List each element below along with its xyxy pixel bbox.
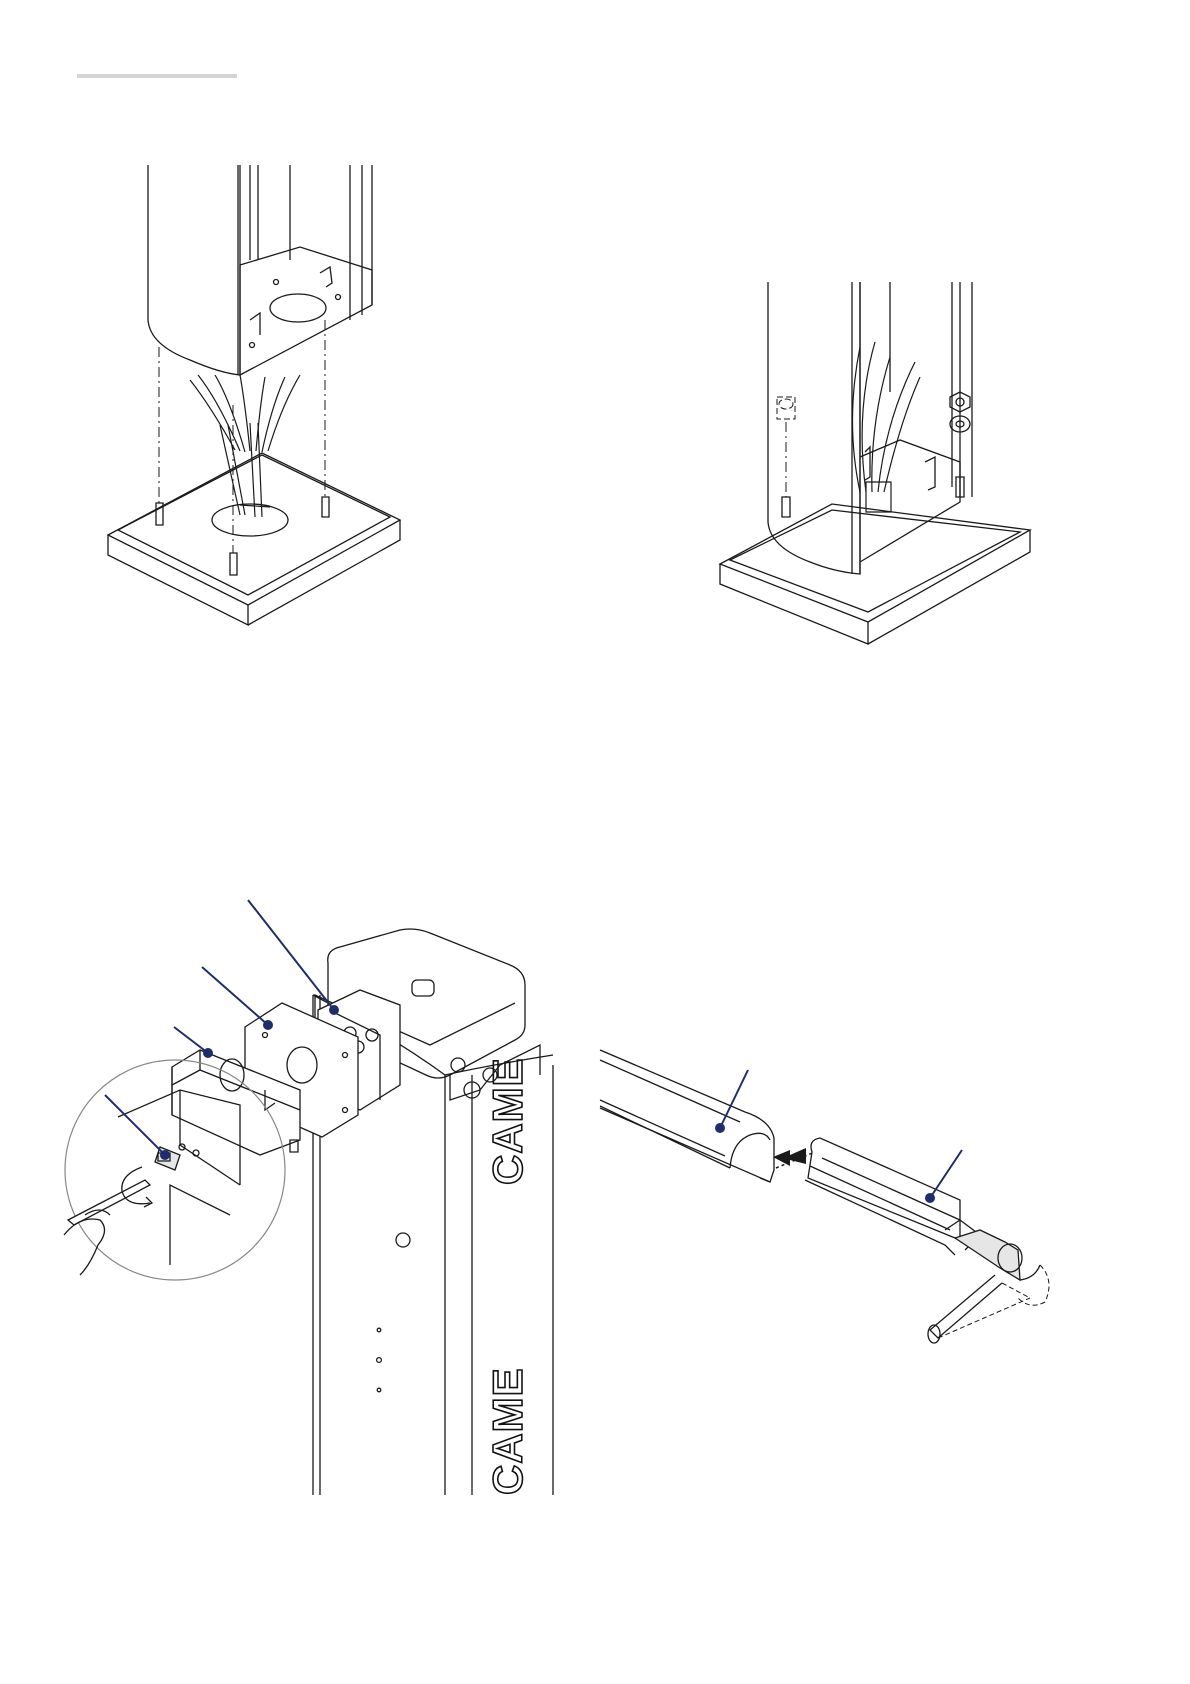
insert-arrow-icon (773, 1148, 806, 1166)
figure-boom-assembly (600, 1040, 1120, 1440)
cable-bundle-icon (853, 342, 921, 512)
allen-key-icon (64, 1180, 150, 1275)
base-plate-icon (108, 453, 400, 625)
figure-bracket-assembly: CAME CAME (60, 885, 580, 1505)
boom-insert-icon (805, 1138, 980, 1255)
figure-column-lowering (100, 155, 430, 675)
header-rule (77, 74, 237, 78)
threaded-stud-icon (782, 477, 964, 517)
boom-profile-icon (600, 1050, 774, 1182)
base-plate-icon (720, 504, 1030, 644)
column-icon (148, 165, 372, 375)
cable-bundle-icon (190, 375, 300, 517)
figure-column-fixed (720, 282, 1050, 652)
brand-logo-lower: CAME (484, 1367, 531, 1495)
crank-handle-icon (928, 1230, 1040, 1343)
column-icon (768, 282, 972, 574)
